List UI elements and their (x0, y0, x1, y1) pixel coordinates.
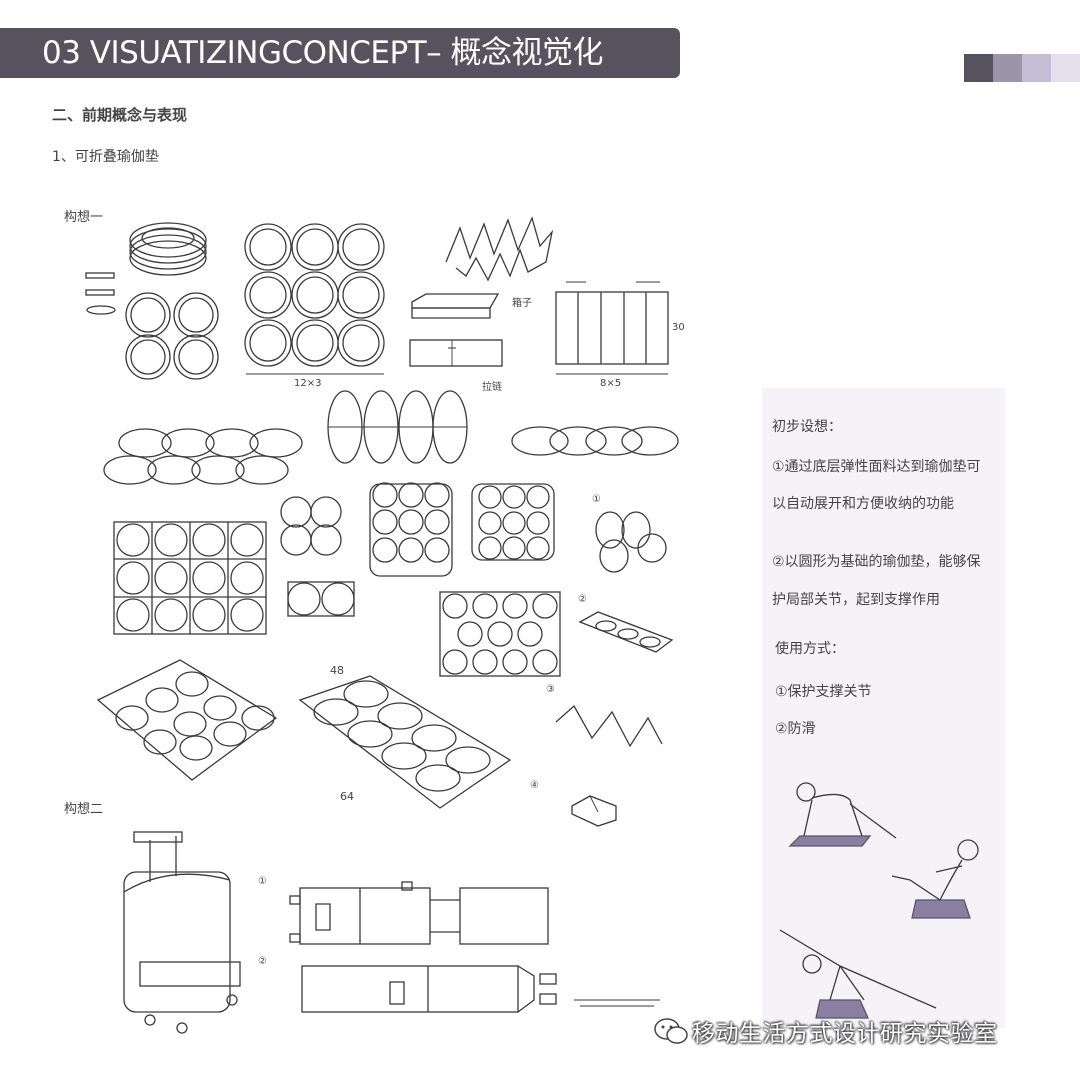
annotation-concept2-num-1: ① (258, 876, 267, 887)
palette-swatch-3 (1022, 54, 1051, 82)
stacked-rings-sketch (129, 222, 207, 276)
panel-line-5: 护局部关节，起到支撑作用 (772, 592, 940, 608)
zigzag-circles-sketch (555, 704, 663, 748)
wechat-icon (654, 1018, 688, 1044)
annotation-concept2-num-2: ② (258, 956, 267, 967)
ellipse-row-sketch (103, 428, 303, 485)
annotation-dim-12x3: 12×3 (294, 378, 322, 389)
panel-line-6: 使用方式： (775, 641, 845, 657)
annotation-dim-8x5: 8×5 (600, 378, 622, 389)
strip-mat-sketch (578, 611, 674, 653)
annotation-num-2: ② (578, 594, 587, 605)
suitcase-sketch (123, 831, 241, 1034)
four-ring-sketch (125, 292, 219, 380)
panel-line-4: ②以圆形为基础的瑜伽垫，能够保 (772, 554, 981, 570)
panel-line-2: ①通过底层弹性面料达到瑜伽垫可 (772, 459, 981, 475)
circle-grid-irregular-sketch (439, 591, 561, 677)
annotation-dim-30: 30 (672, 322, 685, 333)
compressed-circles-sketch (595, 511, 667, 573)
isometric-mat-right-sketch (298, 675, 512, 809)
layer-section-sketch (574, 999, 660, 1007)
mat-layout-bottom-sketch (301, 965, 557, 1013)
panel-line-1: 初步设想： (772, 419, 842, 435)
header-bar: 03 VISUATIZINGCONCEPT– 概念视觉化 (0, 28, 680, 78)
isometric-mat-left-sketch (96, 659, 278, 781)
annotation-dim-64: 64 (340, 790, 354, 803)
rolled-mat-sketch (85, 272, 116, 315)
folded-stack-sketch (409, 293, 503, 367)
panel-line-3: 以自动展开和方便收纳的功能 (772, 496, 954, 512)
panel-mat-sketch (555, 281, 669, 375)
palette-swatch-2 (993, 54, 1022, 82)
circle-grid-4x3-sketch (113, 521, 267, 635)
annotation-num-1: ① (592, 494, 601, 505)
mat-layout-top-sketch (289, 881, 549, 945)
diagonal-ellipse-sketch (511, 426, 679, 456)
section-heading: 二、前期概念与表现 (52, 106, 188, 124)
concept-notes-panel (762, 388, 1005, 1028)
folded-box-sketch (571, 795, 617, 827)
concept-1-label: 构想一 (64, 210, 104, 225)
palette-swatch-1 (964, 54, 993, 82)
page-title: 03 VISUATIZINGCONCEPT– 概念视觉化 (42, 35, 603, 71)
annotation-num-4: ④ (530, 780, 539, 791)
watermark-text: 移动生活方式设计研究实验室 (692, 1021, 998, 1047)
panel-line-7: ①保护支撑关节 (775, 684, 872, 700)
palette-swatch-4 (1051, 54, 1080, 82)
small-four-circle-sketch (280, 496, 355, 617)
annotation-box: 箱子 (512, 298, 532, 309)
concept-sketches (85, 216, 679, 1034)
annotation-dim-48: 48 (330, 664, 344, 677)
annotation-num-3: ③ (546, 684, 555, 695)
concept-2-label: 构想二 (64, 802, 104, 817)
color-palette (964, 54, 1080, 82)
subsection-heading: 1、可折叠瑜伽垫 (52, 149, 159, 165)
watermark: 移动生活方式设计研究实验室 (652, 1014, 998, 1048)
panel-line-8: ②防滑 (775, 721, 816, 737)
annotation-zipper: 拉链 (482, 382, 502, 393)
tall-ellipse-sketch (327, 390, 468, 464)
zigzag-mat-sketch (445, 216, 554, 282)
bubble-mat-sketch (369, 482, 555, 577)
ring-grid-3x3-sketch (244, 223, 385, 375)
